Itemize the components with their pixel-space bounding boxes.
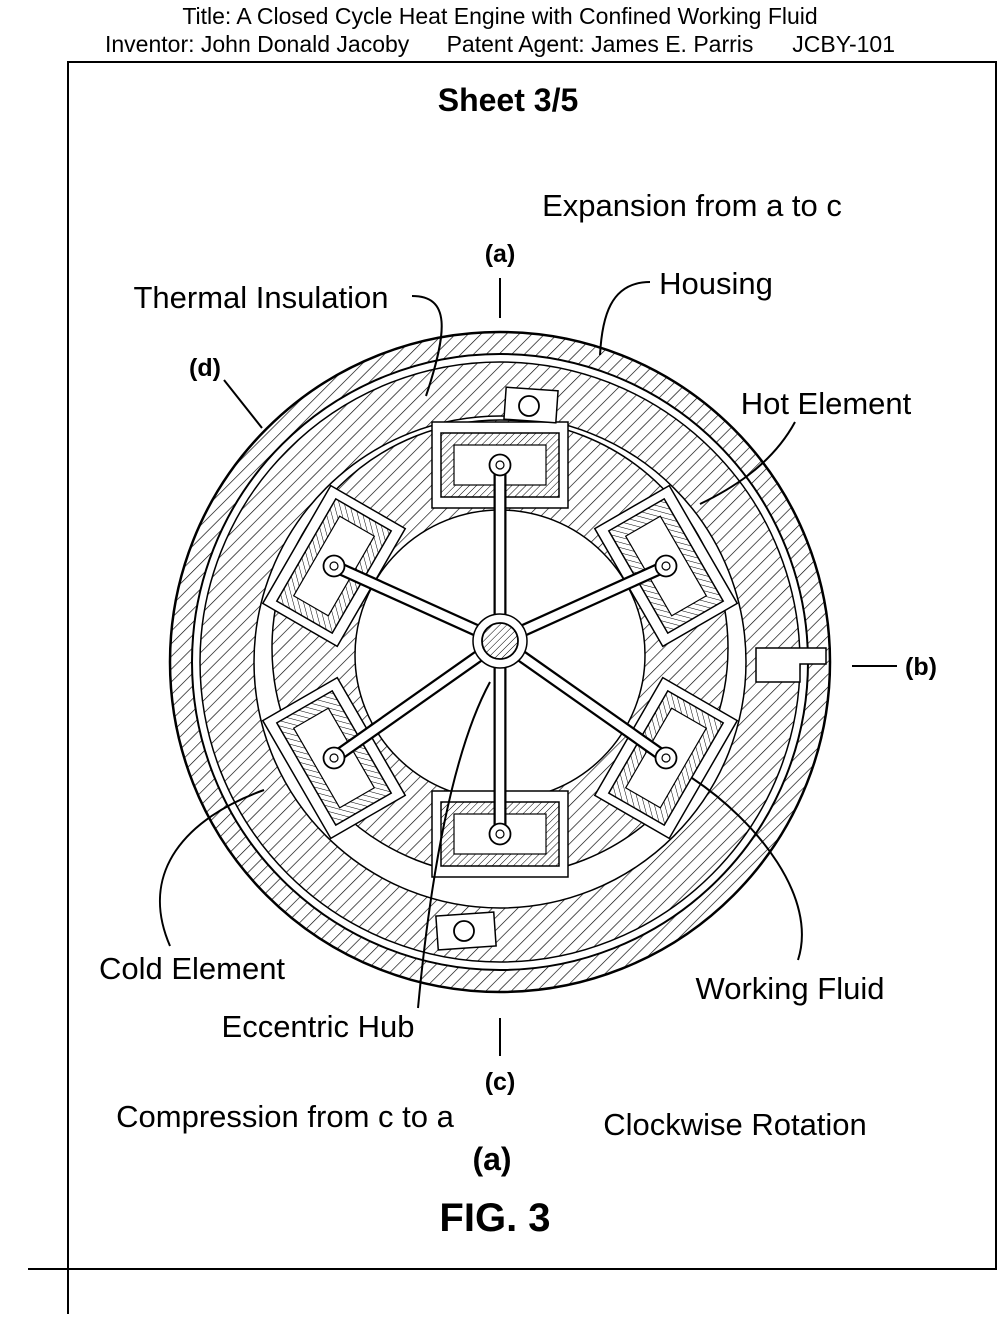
cold-element-leader <box>159 789 265 947</box>
hub-shaft <box>481 622 519 660</box>
pin <box>322 554 346 578</box>
ref-a-top-label: (a) <box>485 240 516 268</box>
rotor-spokes <box>330 465 670 834</box>
inventor-name: Inventor: John Donald Jacoby <box>105 31 410 57</box>
figure-sub-caption: (a) <box>472 1141 511 1177</box>
pin <box>322 746 346 770</box>
pin-center <box>661 561 671 571</box>
pin-center <box>329 753 339 763</box>
leader-lines <box>159 278 897 1056</box>
pin <box>488 822 512 846</box>
compression-label: Compression from c to a <box>116 1099 454 1134</box>
spoke-fill <box>498 562 668 645</box>
sheet-number: Sheet 3/5 <box>438 82 579 118</box>
spoke-fill <box>332 562 502 645</box>
figure-caption: FIG. 3 <box>439 1196 550 1240</box>
housing-label: Housing <box>659 266 773 301</box>
hot-element-leader <box>699 421 796 505</box>
pin-center <box>495 829 505 839</box>
housing-leader <box>599 281 651 356</box>
eccentric-hub <box>472 613 528 669</box>
hot-element-label: Hot Element <box>741 386 912 421</box>
ref-d-label: (d) <box>189 354 221 382</box>
pin-center <box>329 561 339 571</box>
port-hole <box>518 395 540 417</box>
ref-b-label: (b) <box>905 653 937 681</box>
eccentric-hub-leader <box>417 681 491 1009</box>
port-top <box>503 386 559 424</box>
spoke-fill <box>331 637 503 762</box>
thermal-insulation-label: Thermal Insulation <box>133 280 388 315</box>
pin <box>654 746 678 770</box>
expansion-label: Expansion from a to c <box>542 188 842 223</box>
patent-agent: Patent Agent: James E. Parris <box>447 31 754 57</box>
notch-right <box>755 647 827 683</box>
working-fluid-label: Working Fluid <box>696 971 885 1006</box>
working-fluid-leader <box>691 777 803 961</box>
patent-title: Title: A Closed Cycle Heat Engine with C… <box>182 3 817 29</box>
spoke-fill <box>497 637 669 762</box>
port-bottom <box>435 911 497 951</box>
docket-number: JCBY-101 <box>792 31 895 57</box>
pin-center <box>495 460 505 470</box>
cold-element-label: Cold Element <box>99 951 285 986</box>
port-hole <box>453 920 475 942</box>
pin <box>488 453 512 477</box>
vane-pins <box>322 453 678 846</box>
thermal-insulation-leader <box>411 295 443 397</box>
pin-center <box>661 753 671 763</box>
pin <box>654 554 678 578</box>
engine-diagram <box>168 330 832 994</box>
eccentric-hub-label: Eccentric Hub <box>222 1009 415 1044</box>
ref-d-leader <box>223 379 263 429</box>
rotation-label: Clockwise Rotation <box>603 1107 867 1142</box>
sheet-border <box>67 61 997 1270</box>
ref-c-label: (c) <box>485 1068 516 1096</box>
